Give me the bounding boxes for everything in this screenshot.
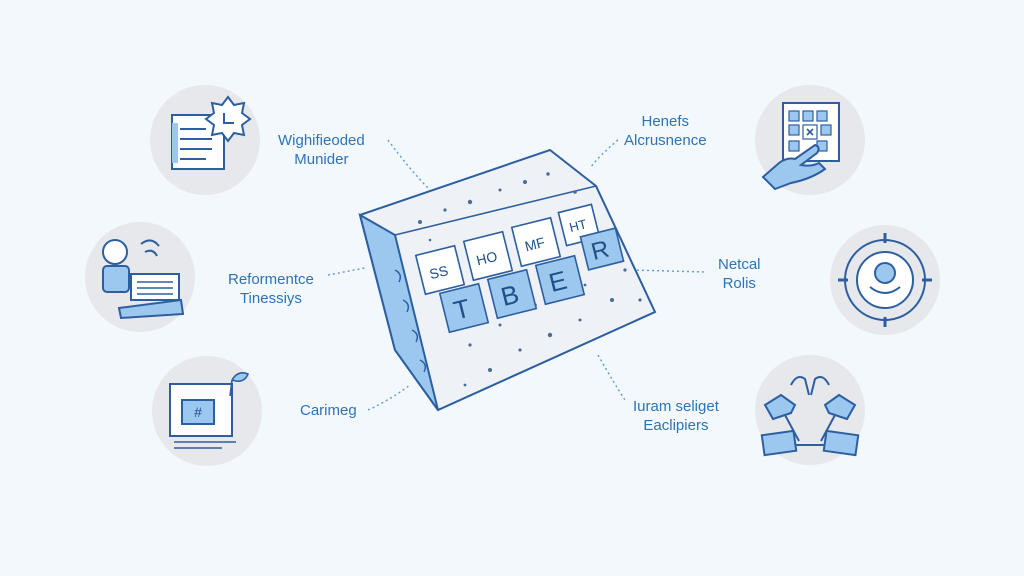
label-mid-left-line1: Reformentce — [228, 271, 314, 288]
worker-machine-icon — [102, 239, 185, 320]
label-bottom-right: Iuram seliget Eaclipiers — [633, 397, 719, 435]
tile-top-3: MF — [523, 234, 546, 254]
calendar-board-icon: # — [169, 372, 250, 449]
node-circle-bottom-right — [755, 355, 865, 465]
label-mid-right-line2: Rolis — [722, 275, 756, 292]
handshake-icon — [760, 376, 860, 457]
label-mid-left-line2: Tinessiys — [239, 290, 302, 307]
label-mid-left: Reformentce Tinessiys — [228, 270, 314, 308]
connector-top-left — [387, 139, 431, 191]
label-top-left-line2: Munider — [294, 151, 349, 168]
concrete-slab-icon — [358, 148, 657, 412]
document-seal-icon — [171, 95, 252, 170]
tile-top-1: SS — [428, 262, 450, 282]
hand-grid-icon — [761, 102, 840, 191]
label-mid-right: Netcal Rolis — [718, 255, 761, 293]
label-bottom-left-line1: Carimeg — [300, 402, 357, 419]
node-circle-bottom-left: # — [152, 356, 262, 466]
connector-bottom-right — [597, 354, 626, 401]
node-circle-mid-left — [85, 222, 195, 332]
connector-mid-right — [631, 269, 706, 273]
gear-target-icon — [838, 233, 932, 327]
node-circle-top-left — [150, 85, 260, 195]
label-top-left-line1: Wighifieoded — [278, 132, 365, 149]
label-top-right: Henefs Alcrusnence — [624, 112, 707, 150]
connector-mid-left — [327, 267, 366, 276]
label-bottom-right-line2: Eaclipiers — [643, 417, 709, 434]
svg-text:#: # — [194, 404, 202, 420]
connector-bottom-left — [367, 384, 411, 411]
node-circle-mid-right — [830, 225, 940, 335]
label-top-right-line2: Alcrusnence — [624, 132, 707, 149]
node-circle-top-right — [755, 85, 865, 195]
label-bottom-left: Carimeg — [300, 401, 357, 420]
tile-bottom-1: T — [450, 293, 473, 326]
tile-bottom-4: R — [589, 236, 612, 266]
label-bottom-right-line1: Iuram seliget — [633, 398, 719, 415]
label-top-left: Wighifieoded Munider — [278, 131, 365, 169]
connector-top-right — [589, 139, 619, 169]
tile-top-4: HT — [568, 216, 589, 235]
label-top-right-line1: Henefs — [641, 113, 690, 130]
tile-top-2: HO — [475, 248, 499, 269]
label-mid-right-line1: Netcal — [718, 256, 761, 273]
